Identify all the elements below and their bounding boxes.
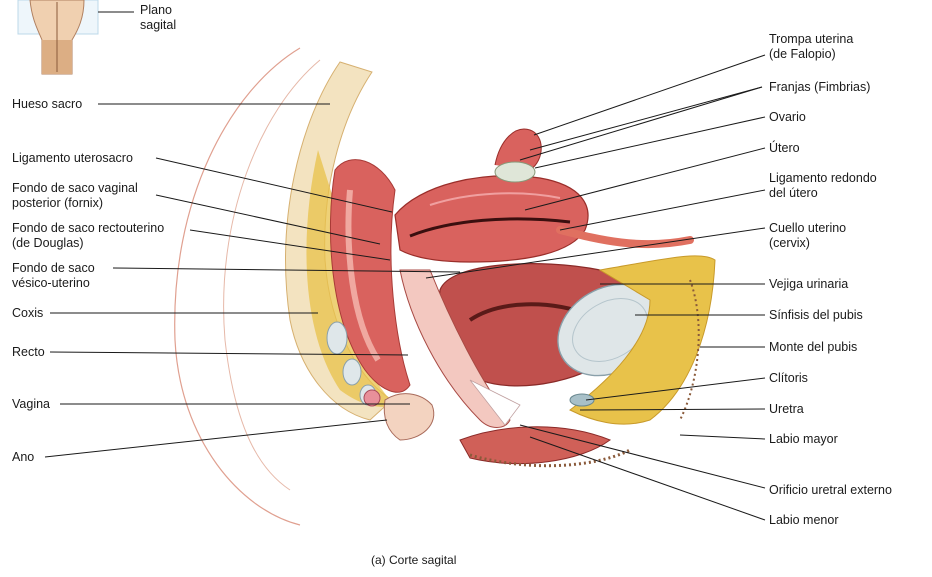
label-recto: Recto <box>12 345 45 359</box>
label-utero: Útero <box>769 141 800 155</box>
label-orificio-uretral-externo: Orificio uretral externo <box>769 483 892 497</box>
label-hueso-sacro: Hueso sacro <box>12 97 83 111</box>
label-ligamento-uterosacro: Ligamento uterosacro <box>12 151 133 165</box>
label-sinfisis-pubis: Sínfisis del pubis <box>769 308 863 322</box>
inset-label: Plano sagital <box>140 3 176 33</box>
inset-label-line1: Plano <box>140 3 172 17</box>
label-franjas-fimbrias: Franjas (Fimbrias) <box>769 80 871 94</box>
label-labio-menor: Labio menor <box>769 513 839 527</box>
inset-label-line2: sagital <box>140 18 177 32</box>
label-cuello-uterino: Cuello uterino(cervix) <box>769 221 847 250</box>
label-ano: Ano <box>12 450 35 464</box>
label-labio-mayor: Labio mayor <box>769 432 838 446</box>
label-vagina: Vagina <box>12 397 50 411</box>
label-coxis: Coxis <box>12 306 44 320</box>
label-monte-pubis: Monte del pubis <box>769 340 858 354</box>
inset-thumbnail <box>17 0 99 75</box>
label-ovario: Ovario <box>769 110 806 124</box>
figure-caption: (a) Corte sagital <box>371 553 457 567</box>
label-clitoris: Clítoris <box>769 371 808 385</box>
label-uretra: Uretra <box>769 402 804 416</box>
label-trompa-uterina: Trompa uterina(de Falopio) <box>769 32 854 61</box>
label-vejiga-urinaria: Vejiga urinaria <box>769 277 849 291</box>
label-fondo-saco-rectouterino: Fondo de saco rectouterino(de Douglas) <box>12 221 165 250</box>
